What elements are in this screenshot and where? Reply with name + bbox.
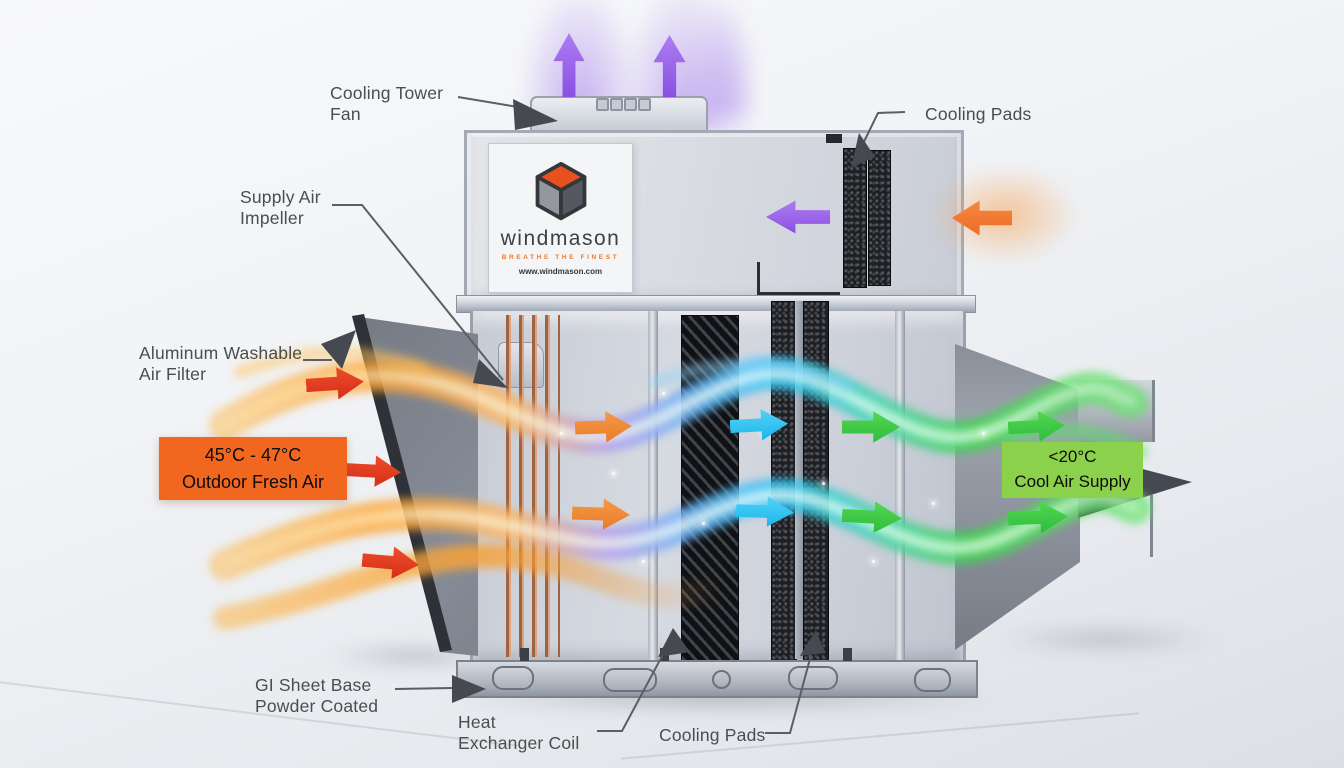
sparkle xyxy=(612,472,615,475)
callout-aluminum-washable-air-filter: Aluminum Washable Air Filter xyxy=(139,343,303,384)
callout-cooling-pads-bottom: Cooling Pads xyxy=(659,725,766,745)
heat-exchanger-coil-part xyxy=(506,315,560,657)
callout-cooling-pads-top: Cooling Pads xyxy=(925,104,1032,124)
callout-cooling-tower-fan: Cooling Tower Fan xyxy=(330,83,444,124)
arrowhead-heat-exchanger-coil xyxy=(658,628,690,657)
inlet-label: Outdoor Fresh Air xyxy=(181,471,325,492)
brand-panel: windmason BREATHE THE FINEST www.windmas… xyxy=(488,143,633,293)
chamber-step-line xyxy=(757,262,840,295)
callout-heat-exchanger-coil: Heat Exchanger Coil xyxy=(458,712,580,753)
cooling-pad-top xyxy=(868,150,891,286)
arrowhead-cooling-pads-top xyxy=(851,133,875,168)
pad-divider xyxy=(795,301,803,659)
leader-gi-sheet-base xyxy=(394,687,453,690)
callout-gi-sheet-base: GI Sheet Base Powder Coated xyxy=(255,675,379,716)
arrowhead-cooling-pads-bottom xyxy=(800,630,825,656)
outlet-duct-bottom xyxy=(1078,495,1153,557)
brand-website: www.windmason.com xyxy=(518,266,603,276)
base-slot xyxy=(788,666,838,690)
fan-housing-notch xyxy=(596,98,609,111)
sparkle xyxy=(662,392,665,395)
leader-supply-air-impeller xyxy=(332,204,504,381)
outlet-temperature: <20°C xyxy=(1048,447,1097,467)
sparkle xyxy=(872,560,875,563)
base-slot xyxy=(914,668,951,692)
base-slot xyxy=(492,666,534,690)
base-slot xyxy=(603,668,657,692)
leader-cooling-tower-fan xyxy=(457,96,525,109)
arrowhead-supply-air-impeller xyxy=(473,359,508,388)
outlet-label: Cool Air Supply xyxy=(1014,472,1131,491)
leader-cooling-pads-bottom xyxy=(765,654,812,734)
body-strut xyxy=(648,311,658,663)
exhaust-smoke xyxy=(694,4,758,114)
arrowhead-air-filter xyxy=(321,330,356,369)
fan-housing-notch xyxy=(624,98,637,111)
fan-housing-notch xyxy=(610,98,623,111)
cooling-pad-top xyxy=(843,148,867,288)
base-hole xyxy=(712,670,731,689)
callout-supply-air-impeller: Supply Air Impeller xyxy=(240,187,321,228)
base-bolt xyxy=(843,648,852,661)
sparkle xyxy=(642,560,645,563)
cooling-pad-mid2 xyxy=(803,301,829,661)
brand-tagline: BREATHE THE FINEST xyxy=(501,253,620,261)
inlet-temp-box: 45°C - 47°C Outdoor Fresh Air xyxy=(159,437,347,500)
brand-cube-icon xyxy=(535,161,586,220)
sparkle xyxy=(932,502,935,505)
inlet-temperature: 45°C - 47°C xyxy=(204,445,302,466)
body-strut xyxy=(895,311,905,663)
sparkle xyxy=(822,482,825,485)
sparkle xyxy=(560,432,563,435)
leader-heat-exchanger-coil xyxy=(597,644,669,732)
sparkle xyxy=(982,432,985,435)
fan-housing-notch xyxy=(638,98,651,111)
base-bolt xyxy=(520,648,529,661)
arrowhead-cooling-tower-fan xyxy=(513,99,558,130)
brand-name: windmason xyxy=(500,226,621,250)
outlet-temp-box: <20°C Cool Air Supply xyxy=(1002,442,1143,498)
sparkle xyxy=(702,522,705,525)
chamber-clip xyxy=(826,134,842,143)
arrowhead-gi-sheet-base xyxy=(452,675,486,703)
duct-shadow xyxy=(990,628,1220,650)
